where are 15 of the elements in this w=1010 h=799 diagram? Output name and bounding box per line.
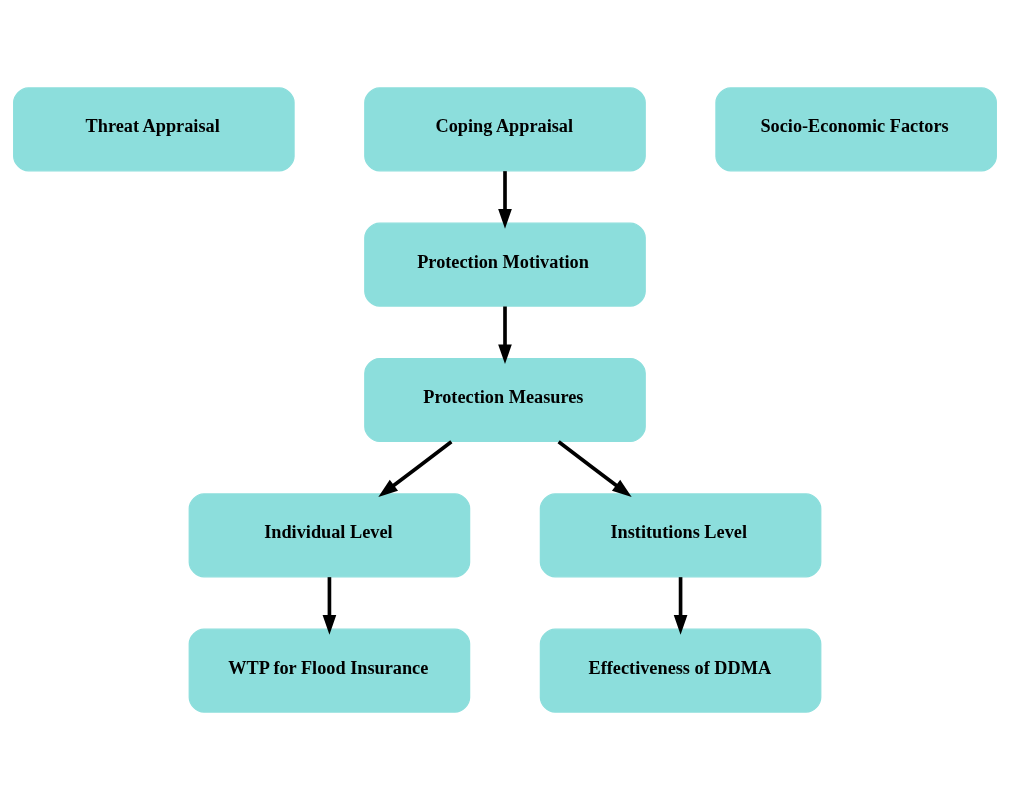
node-box: Individual Level <box>188 492 471 577</box>
node-box: Protection Measures <box>364 357 646 442</box>
node-box: Coping Appraisal <box>364 86 646 171</box>
node-box: Protection Motivation <box>364 222 646 307</box>
arrow <box>557 439 632 497</box>
node-box: Institutions Level <box>539 492 822 577</box>
node-box: Threat Appraisal <box>13 86 295 171</box>
arrow <box>498 306 512 364</box>
node-box: Effectiveness of DDMA <box>539 628 822 713</box>
arrow <box>673 576 688 635</box>
arrow <box>322 576 337 635</box>
arrow <box>498 170 512 229</box>
node-box: Socio-Economic Factors <box>715 86 997 171</box>
arrow <box>378 439 453 497</box>
node-box: WTP for Flood Insurance <box>188 628 471 713</box>
